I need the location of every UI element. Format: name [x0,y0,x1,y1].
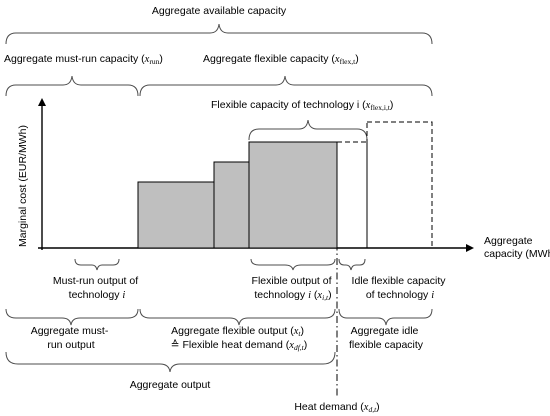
label-mustrun-output-tech-i: Must-run output of technology i [53,275,141,301]
brace-flexible-capacity-tech-i [248,119,368,141]
idle-block-4 [366,121,433,249]
brace-flexible-output-tech-i [250,258,336,271]
label-aggregate-idle-capacity: Aggregate idle flexible capacity [349,325,424,351]
label-aggregate-available-capacity: Aggregate available capacity [152,5,287,17]
label-flexible-output-tech-i: Flexible output of technology i (xi,t) [252,275,335,302]
flexible-block-3-used [248,141,338,249]
label-flexible-capacity-tech-i: Flexible capacity of technology i (xflex… [211,99,393,112]
brace-aggregate-flexible-capacity [139,75,433,97]
flexible-block-1 [137,181,215,249]
flexible-block-2 [213,161,250,249]
idle-block-3 [336,141,368,249]
label-aggregate-flexible-capacity: Aggregate flexible capacity (xflex,t) [203,53,359,66]
brace-aggregate-idle-capacity [338,308,433,326]
x-axis-label: Aggregate capacity (MWh) [484,235,550,260]
brace-mustrun-output-tech-i [74,258,120,271]
brace-aggregate-flexible-output [139,308,336,326]
label-aggregate-mustrun-capacity: Aggregate must-run capacity (xrun) [4,53,163,66]
label-aggregate-mustrun-output: Aggregate must- run output [31,325,112,351]
brace-aggregate-output [5,351,336,373]
brace-idle-flexible-tech-i [338,258,366,271]
brace-aggregate-available-capacity [5,23,433,45]
label-idle-flexible-tech-i: Idle flexible capacity of technology i [352,275,449,301]
y-axis-label: Marginal cost (EUR/MWh) [17,125,29,247]
brace-aggregate-mustrun-capacity [5,75,139,97]
brace-aggregate-mustrun-output [5,308,139,326]
label-aggregate-output: Aggregate output [130,379,211,391]
label-aggregate-flexible-output: Aggregate flexible output (xt) ≙ Flexibl… [171,325,308,352]
label-heat-demand: Heat demand (xd,t) [294,401,379,414]
